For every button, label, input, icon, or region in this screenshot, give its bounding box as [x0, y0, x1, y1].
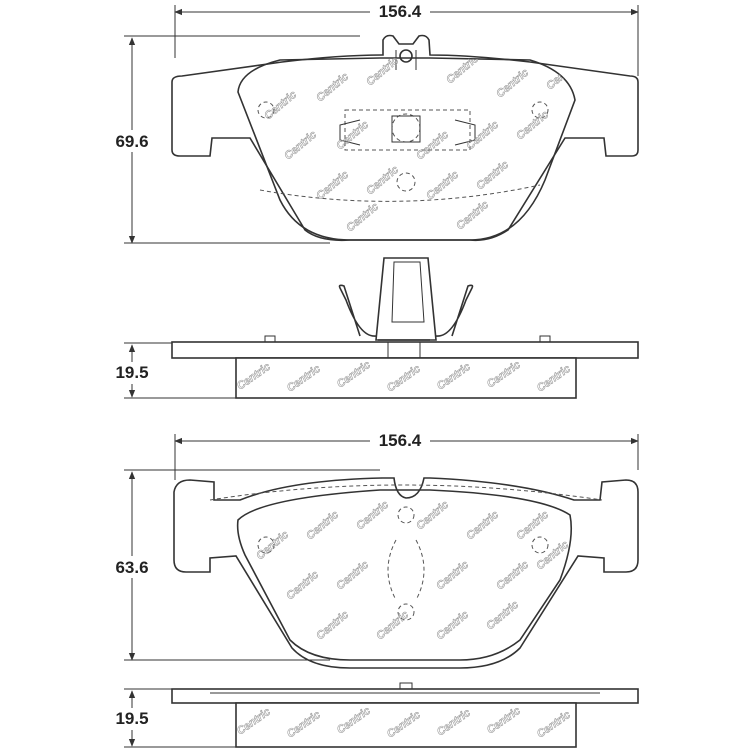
- top-center-boss: [391, 113, 421, 143]
- bottom-backing-plate: [173, 477, 639, 669]
- top-height-label: 69.6: [115, 132, 148, 151]
- top-width-label: 156.4: [379, 2, 422, 21]
- watermark-text: Centric: [434, 609, 471, 643]
- watermark-text: Centric: [374, 609, 411, 643]
- bottom-plan-view: 156.4 63.6 Centric Centric Centric Centr…: [104, 430, 639, 669]
- top-side-view: Centric Centric Centric Centric Centric …: [104, 257, 639, 399]
- top-plan-watermark: Centric Centric Centric Centric Centric …: [262, 55, 581, 235]
- watermark-text: Centric: [314, 169, 351, 203]
- top-clip-hole: [399, 49, 413, 63]
- watermark-text: Centric: [254, 529, 291, 563]
- watermark-text: Centric: [314, 609, 351, 643]
- watermark-text: Centric: [464, 509, 501, 543]
- watermark-text: Centric: [364, 164, 401, 198]
- watermark-text: Centric: [262, 89, 299, 123]
- watermark-text: Centric: [304, 509, 341, 543]
- watermark-text: Centric: [424, 169, 461, 203]
- top-backing-plate: [171, 34, 639, 242]
- top-side-friction-block: [235, 357, 577, 399]
- watermark-text: Centric: [364, 55, 401, 89]
- bottom-side-friction-block: [235, 702, 577, 748]
- watermark-text: Centric: [334, 559, 371, 593]
- bottom-thickness-label: 19.5: [115, 709, 148, 728]
- watermark-text: Centric: [534, 539, 571, 573]
- watermark-text: Centric: [494, 559, 531, 593]
- watermark-text: Centric: [514, 509, 551, 543]
- watermark-text: Centric: [314, 71, 351, 105]
- top-plan-view: 156.4 69.6 Centric Centric Centric Centr…: [104, 2, 639, 244]
- watermark-text: Centric: [434, 559, 471, 593]
- bottom-side-backing-plate: [171, 688, 639, 704]
- bottom-plan-watermark: Centric Centric Centric Centric Centric …: [254, 498, 571, 643]
- watermark-text: Centric: [454, 199, 491, 233]
- top-friction-material: [237, 57, 576, 241]
- watermark-text: Centric: [344, 201, 381, 235]
- watermark-text: Centric: [474, 159, 511, 193]
- watermark-text: Centric: [354, 499, 391, 533]
- bottom-side-view: Centric Centric Centric Centric Centric …: [104, 682, 639, 748]
- bottom-width-label: 156.4: [379, 431, 422, 450]
- watermark-text: Centric: [282, 129, 319, 163]
- top-side-backing-plate: [171, 341, 639, 359]
- bottom-height-label: 63.6: [115, 558, 148, 577]
- watermark-text: Centric: [494, 67, 531, 101]
- watermark-text: Centric: [414, 499, 451, 533]
- top-clip-spring: [375, 257, 437, 341]
- watermark-text: Centric: [544, 59, 581, 93]
- bottom-friction-material: [236, 489, 573, 661]
- watermark-text: Centric: [484, 599, 521, 633]
- top-thickness-label: 19.5: [115, 363, 148, 382]
- watermark-text: Centric: [284, 569, 321, 603]
